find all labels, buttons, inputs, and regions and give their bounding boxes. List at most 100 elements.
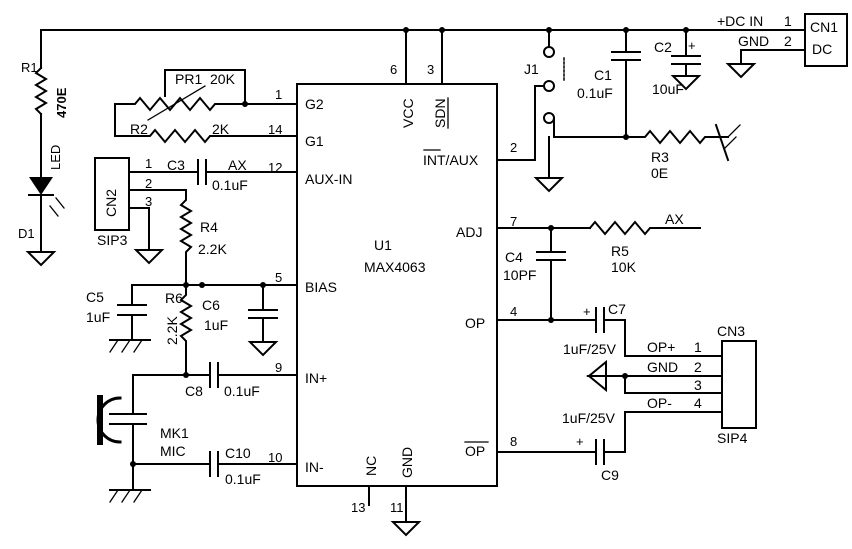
cn3-label-gnd: GND: [647, 359, 678, 375]
wire: [603, 411, 723, 453]
wire: [128, 189, 187, 196]
c3-ref: C3: [167, 157, 185, 173]
ground-icon: [247, 341, 279, 357]
pin-auxin-name: AUX-IN: [305, 171, 352, 187]
mk1-ref: MK1: [160, 425, 189, 441]
c8-ref: C8: [185, 383, 203, 399]
cn2-pin3: 3: [145, 194, 152, 209]
pin-opbar-num: 8: [510, 434, 517, 449]
ground-icon: [25, 251, 57, 267]
c4-ref: C4: [505, 249, 523, 265]
r3-resistor: [625, 129, 729, 145]
chassis-ground-icon: [109, 489, 119, 503]
pin-inminus-name: IN-: [305, 459, 324, 475]
junction: [130, 461, 136, 467]
r5-ref: R5: [611, 243, 629, 259]
c10-value: 0.1uF: [225, 471, 261, 487]
pin-bias-num: 5: [275, 270, 282, 285]
r4-ref: R4: [200, 219, 218, 235]
j1-pin: [543, 46, 555, 58]
ic-ref: U1: [374, 237, 392, 253]
r3-value: 0E: [651, 165, 668, 181]
chassis-ground-icon: [109, 339, 119, 353]
r4-value: 2.2K: [198, 241, 227, 257]
junction: [242, 101, 248, 107]
c6-ref: C6: [202, 297, 220, 313]
pin-intaux-num: 2: [510, 140, 517, 155]
pin-inplus-num: 9: [275, 360, 282, 375]
r3-ref: R3: [651, 149, 669, 165]
r1-resistor: [34, 66, 48, 116]
ground-icon: [133, 249, 165, 265]
c4-value: 10PF: [503, 267, 536, 283]
junction: [548, 317, 554, 323]
cn3-connector: [721, 340, 757, 429]
led-light-arrow: [49, 205, 59, 217]
cn1-type: DC: [812, 41, 832, 57]
pin-inminus-num: 10: [268, 450, 282, 465]
junction: [439, 27, 445, 33]
c6-value: 1uF: [204, 317, 228, 333]
pin-gnd-name: GND: [399, 447, 415, 478]
cn1-ref: CN1: [810, 19, 838, 35]
c7-value: 1uF/25V: [563, 341, 617, 357]
ic-part: MAX4063: [364, 259, 426, 275]
chassis-ground-icon: [723, 136, 737, 150]
cn2-connector: [94, 157, 130, 231]
r1-ref: R1: [21, 60, 38, 75]
pr1-pot: [114, 96, 298, 112]
c9-value: 1uF/25V: [562, 410, 616, 426]
pin-g2-name: G2: [305, 96, 324, 112]
pin-adj-name: ADJ: [456, 224, 482, 240]
pr1-ref: PR1: [175, 71, 202, 87]
wire: [603, 319, 723, 357]
pot-arrow: [147, 85, 206, 121]
r2-ref: R2: [130, 121, 148, 137]
led-light-arrow: [55, 197, 65, 209]
cn2-type: SIP3: [97, 232, 128, 248]
r1-value: 470E: [54, 87, 69, 118]
pin-gnd-num: 11: [390, 500, 404, 515]
pin-inplus-name: IN+: [305, 370, 327, 386]
c1-value: 0.1uF: [577, 85, 613, 101]
c8-value: 0.1uF: [224, 383, 260, 399]
junction: [199, 282, 205, 288]
intaux-wire: [496, 85, 545, 161]
cn1-pin2: 2: [784, 33, 792, 49]
pin-g1-num: 14: [268, 122, 282, 137]
ground-icon: [586, 359, 607, 377]
pin-g2-num: 1: [275, 87, 282, 102]
pr1-value: 20K: [210, 71, 236, 87]
ground-icon: [586, 375, 607, 393]
pin-bias-name: BIAS: [305, 279, 337, 295]
r2-resistor: [114, 128, 298, 144]
pin-vcc-name: VCC: [400, 98, 416, 128]
r5-resistor: [588, 220, 701, 236]
c7-ref: C7: [608, 301, 626, 317]
cn3-pin4: 4: [694, 395, 702, 411]
cn1-pin1: 1: [784, 13, 792, 29]
c2-value: 10uF: [652, 81, 684, 97]
chassis-ground-icon: [133, 489, 143, 503]
ground-icon: [670, 75, 702, 91]
junction: [622, 373, 628, 379]
cn2-pin2: 2: [145, 176, 152, 191]
pin-op-name: OP: [465, 315, 485, 331]
pin-sdn-name: SDN: [432, 98, 448, 128]
c10-ref: C10: [225, 445, 251, 461]
pin-adj-num: 7: [510, 214, 517, 229]
r4-resistor: [179, 194, 193, 286]
j1-pin: [543, 112, 555, 124]
cn1-label-gnd: GND: [738, 33, 769, 49]
ground-icon: [533, 177, 565, 193]
cn3-ref: CN3: [717, 323, 745, 339]
r6-resistor: [179, 284, 193, 376]
led-icon: [29, 177, 53, 195]
wire: [553, 117, 627, 138]
c5-value: 1uF: [86, 309, 110, 325]
r6-ref: R6: [165, 290, 183, 306]
ground-icon: [725, 63, 757, 79]
r5-value: 10K: [611, 259, 637, 275]
